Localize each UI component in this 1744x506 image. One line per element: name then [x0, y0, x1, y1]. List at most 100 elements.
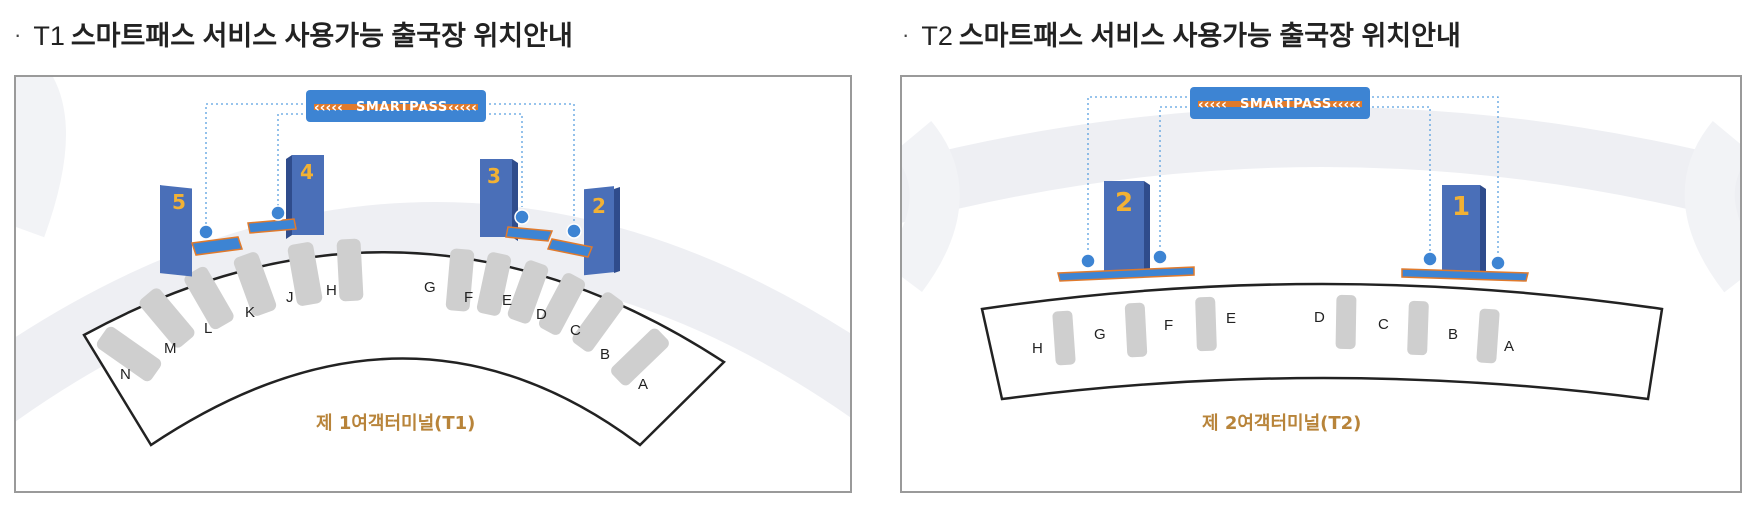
t1-smartpass-banner: ‹‹‹‹‹ SMARTPASS ‹‹‹‹‹	[306, 90, 486, 122]
gate-number-2: 2	[1115, 188, 1133, 218]
t2-concourse-outline	[980, 282, 1664, 401]
heading-title: 스마트패스 서비스 사용가능 출국장 위치안내	[70, 21, 573, 51]
gate-letter-d: D	[536, 306, 547, 323]
banner-stripe	[314, 104, 478, 110]
pad-gate-2	[546, 238, 594, 258]
gate-letter-g: G	[1094, 326, 1106, 343]
gate-box-c	[572, 292, 624, 352]
connector-gate-1-right	[1372, 96, 1499, 257]
footprint-icon	[1422, 251, 1438, 267]
gate-number-5: 5	[172, 190, 186, 214]
gate-letter-n: N	[120, 366, 131, 383]
t2-boarding-gate-letters: H G F E D C B A	[1032, 309, 1514, 357]
gate-letter-f: F	[464, 289, 473, 306]
gate-box-f	[476, 252, 512, 316]
gate-letter-c: C	[570, 322, 581, 339]
gate-box-m	[139, 288, 195, 348]
t2-connector-lines	[1087, 96, 1499, 257]
gate-letter-e: E	[502, 292, 512, 309]
gate-box-f	[1195, 296, 1217, 352]
chevrons-right-icon: ‹‹‹‹‹	[1332, 97, 1361, 113]
background-arc-left	[16, 77, 66, 238]
gate-box-h	[336, 238, 364, 302]
departure-gate-5: 5	[160, 185, 192, 277]
terminal-code: T1	[33, 21, 65, 51]
t2-departure-gates: 2 1	[1104, 181, 1486, 275]
connector-gate-2	[484, 103, 575, 225]
gate-number-4: 4	[300, 160, 314, 184]
gate-box-g	[445, 248, 475, 312]
connector-gate-4	[277, 113, 308, 207]
pad-gate-3	[505, 226, 554, 242]
footprint-icon	[1152, 249, 1168, 265]
gate-letter-a: A	[1504, 338, 1514, 355]
gate-box-g	[1124, 302, 1148, 358]
t1-map-graphic: N M L K J H G F E D C B A	[16, 77, 850, 447]
gate-letter-b: B	[600, 346, 610, 363]
gate-letter-k: K	[245, 304, 255, 321]
gate-box-l	[184, 266, 234, 330]
connector-gate-3	[484, 113, 523, 207]
connector-gate-1-left	[1372, 106, 1431, 253]
gate-letter-h: H	[1032, 340, 1043, 357]
footprint-icon	[1490, 255, 1506, 271]
gate-letter-h: H	[326, 282, 337, 299]
heading-bullet: ·	[14, 22, 22, 47]
gate-letter-d: D	[1314, 309, 1325, 326]
gate-letter-b: B	[1448, 326, 1458, 343]
footprint-icon	[198, 224, 214, 240]
background-arc	[902, 107, 1740, 223]
connector-gate-5-left	[205, 103, 308, 225]
gate-number-1: 1	[1452, 192, 1470, 222]
t1-boarding-gate-letters: N M L K J H G F E D C B A	[120, 279, 648, 393]
banner-stripe	[1198, 101, 1362, 107]
gate-number-2: 2	[592, 194, 606, 218]
departure-gate-2: 2	[584, 186, 620, 276]
gate-letter-j: J	[286, 289, 294, 306]
background-arc-right	[1684, 121, 1740, 293]
footprint-icon	[270, 205, 286, 221]
gate-number-3: 3	[487, 164, 501, 188]
gate-box-e	[507, 260, 549, 324]
departure-gate-1: 1	[1442, 185, 1486, 275]
gate-box-h	[1052, 310, 1076, 366]
t2-smartpass-pads	[1057, 249, 1529, 282]
heading-title: 스마트패스 서비스 사용가능 출국장 위치안내	[958, 21, 1461, 51]
t1-map: N M L K J H G F E D C B A	[14, 75, 852, 493]
t1-boarding-gate-boxes	[96, 238, 669, 386]
t1-departure-gates: 5 4 3 2	[160, 155, 620, 277]
gate-letter-m: M	[164, 340, 177, 357]
background-arc-left	[902, 121, 960, 292]
banner-label: SMARTPASS	[356, 100, 448, 115]
connector-gate-2-right	[1159, 106, 1192, 249]
gate-letter-l: L	[204, 320, 212, 337]
gate-letter-c: C	[1378, 316, 1389, 333]
footprint-icon	[566, 223, 582, 239]
t2-boarding-gate-boxes	[1052, 294, 1500, 366]
footprint-icon	[514, 209, 530, 225]
t1-caption: 제 1여객터미널(T1)	[316, 413, 475, 434]
gate-letter-e: E	[1226, 310, 1236, 327]
footprint-icon	[1080, 253, 1096, 269]
gate-box-b	[1476, 308, 1500, 364]
gate-box-j	[287, 242, 323, 306]
t2-map-graphic: H G F E D C B A ‹‹‹‹‹ SMARTPAS	[902, 87, 1740, 434]
pad-gate-1	[1401, 268, 1529, 282]
departure-gate-4: 4	[286, 155, 324, 239]
gate-box-c	[1407, 300, 1429, 356]
pad-gate-5	[191, 236, 243, 256]
gate-box-b	[611, 328, 669, 386]
pad-gate-2	[1057, 266, 1195, 282]
gate-box-d	[1335, 294, 1357, 350]
gate-box-d	[538, 273, 586, 335]
banner-label: SMARTPASS	[1240, 97, 1332, 112]
t1-smartpass-pads	[191, 205, 594, 258]
gate-letter-f: F	[1164, 317, 1173, 334]
chevrons-left-icon: ‹‹‹‹‹	[1198, 97, 1227, 113]
t2-map: H G F E D C B A ‹‹‹‹‹ SMARTPAS	[900, 75, 1742, 493]
t1-connector-lines	[205, 103, 575, 225]
